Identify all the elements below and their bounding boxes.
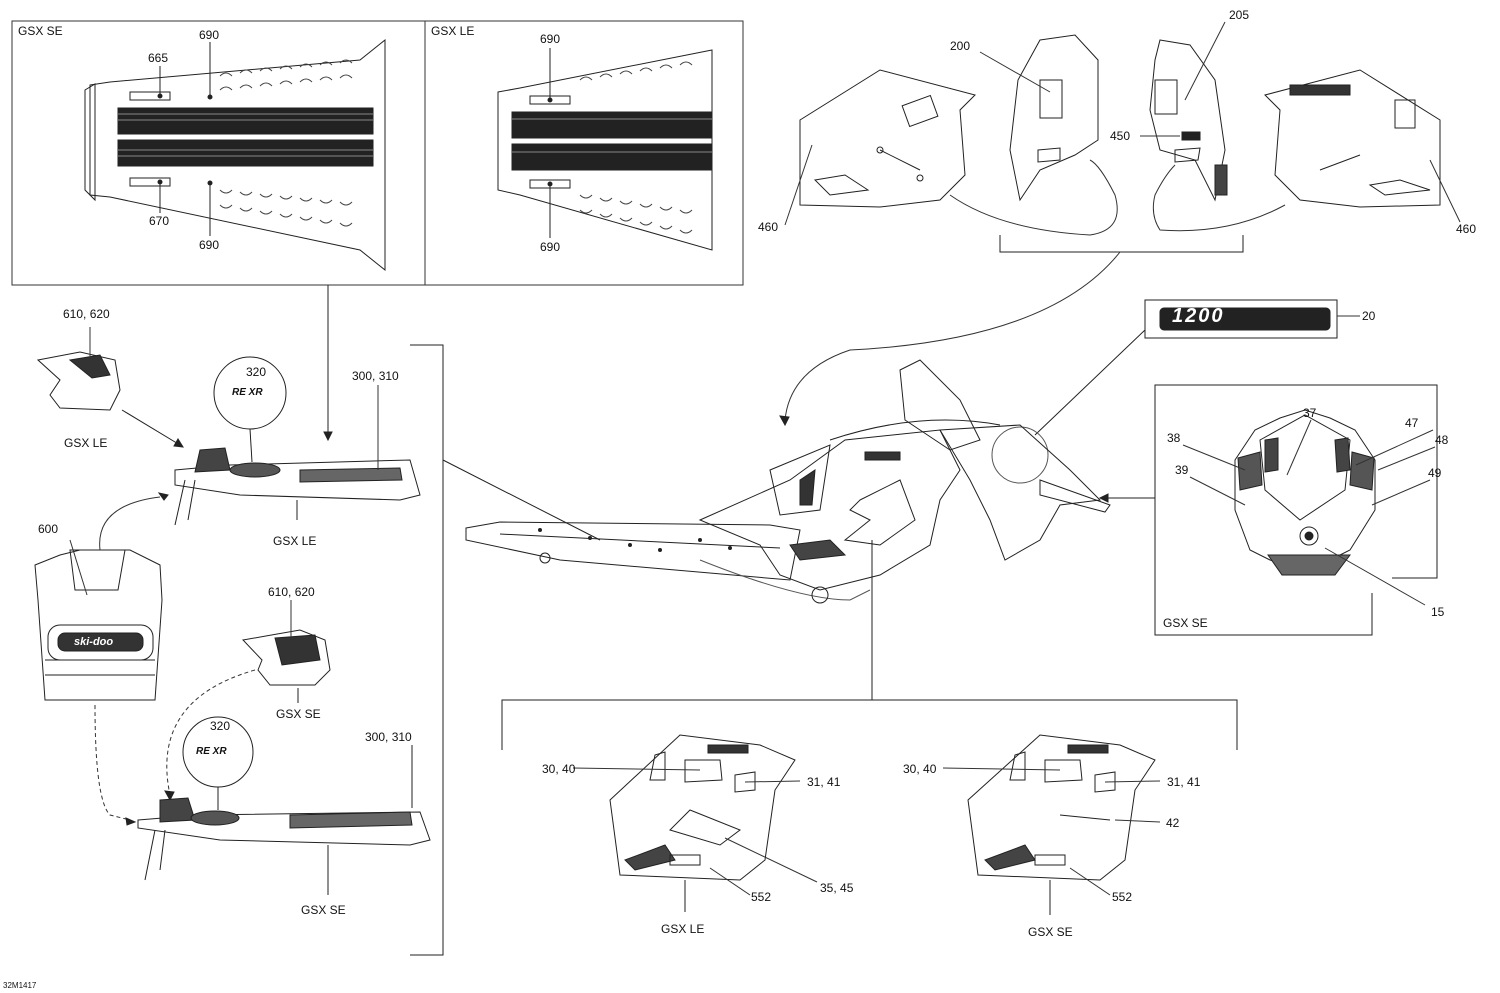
- callout-205: 205: [1229, 8, 1250, 22]
- engine-badge-text: 1200: [1172, 305, 1225, 327]
- callout-200: 200: [950, 39, 971, 53]
- panel-title-gsx-se: GSX SE: [18, 24, 63, 38]
- rear-flap: [34, 549, 163, 701]
- callout-31-41: 31, 41: [1167, 775, 1201, 789]
- callout-320: 320: [246, 365, 267, 379]
- left-side-panel: [799, 69, 976, 208]
- callout-600: 600: [38, 522, 59, 536]
- tunnel-side-le: [174, 356, 421, 526]
- panel-title-gsx-le: GSX LE: [431, 24, 475, 38]
- callout-37: 37: [1303, 406, 1317, 420]
- label-gsx-se: GSX SE: [1028, 925, 1073, 939]
- callout-670: 670: [149, 214, 170, 228]
- cooler-piece-se: [241, 629, 331, 686]
- label-gsx-le: GSX LE: [273, 534, 317, 548]
- engine-badge-box: [1144, 299, 1338, 339]
- callout-552: 552: [751, 890, 772, 904]
- callout-35-45: 35, 45: [820, 881, 854, 895]
- callout-690: 690: [540, 240, 561, 254]
- figure-id: 32M1417: [3, 981, 37, 990]
- label-gsx-se: GSX SE: [301, 903, 346, 917]
- callout-15: 15: [1431, 605, 1445, 619]
- callout-300-310: 300, 310: [365, 730, 412, 744]
- tunnel-side-se: [137, 716, 431, 895]
- right-inner-panel: [1149, 39, 1228, 202]
- cooler-piece-le: [36, 351, 121, 411]
- callout-450: 450: [1110, 129, 1131, 143]
- callout-665: 665: [148, 51, 169, 65]
- callout-460: 460: [758, 220, 779, 234]
- callout-48: 48: [1435, 433, 1449, 447]
- tunnel-top-view-se: [84, 38, 386, 272]
- label-gsx-se: GSX SE: [276, 707, 321, 721]
- brand-logo-text: ski-doo: [74, 636, 114, 648]
- callout-30-40: 30, 40: [903, 762, 937, 776]
- panel-title-gsx-se: GSX SE: [1163, 616, 1208, 630]
- leader-lines: [69, 21, 1461, 896]
- left-inner-panel: [1009, 34, 1099, 202]
- callout-300-310: 300, 310: [352, 369, 399, 383]
- callout-690: 690: [540, 32, 561, 46]
- callout-552: 552: [1112, 890, 1133, 904]
- callout-30-40: 30, 40: [542, 762, 576, 776]
- side-panel-le: [609, 734, 796, 881]
- callout-39: 39: [1175, 463, 1189, 477]
- callout-460: 460: [1456, 222, 1477, 236]
- tunnel-top-view-le: [497, 48, 713, 251]
- callout-38: 38: [1167, 431, 1181, 445]
- callout-690: 690: [199, 28, 220, 42]
- model-badge-text: RE XR: [196, 746, 227, 757]
- callout-610-620: 610, 620: [268, 585, 315, 599]
- callout-49: 49: [1428, 466, 1442, 480]
- side-panel-se: [967, 734, 1156, 881]
- label-gsx-le: GSX LE: [64, 436, 108, 450]
- callout-42: 42: [1166, 816, 1180, 830]
- callout-31-41: 31, 41: [807, 775, 841, 789]
- callout-610-620: 610, 620: [63, 307, 110, 321]
- tunnel-detail-box: [11, 20, 744, 286]
- callout-47: 47: [1405, 416, 1419, 430]
- right-side-panel: [1264, 69, 1441, 208]
- model-badge-text: RE XR: [232, 387, 263, 398]
- callout-20: 20: [1362, 309, 1376, 323]
- callout-320: 320: [210, 719, 231, 733]
- callout-690: 690: [199, 238, 220, 252]
- front-cowl-box: [1154, 384, 1438, 636]
- label-gsx-le: GSX LE: [661, 922, 705, 936]
- snowmobile-main: [465, 359, 1111, 604]
